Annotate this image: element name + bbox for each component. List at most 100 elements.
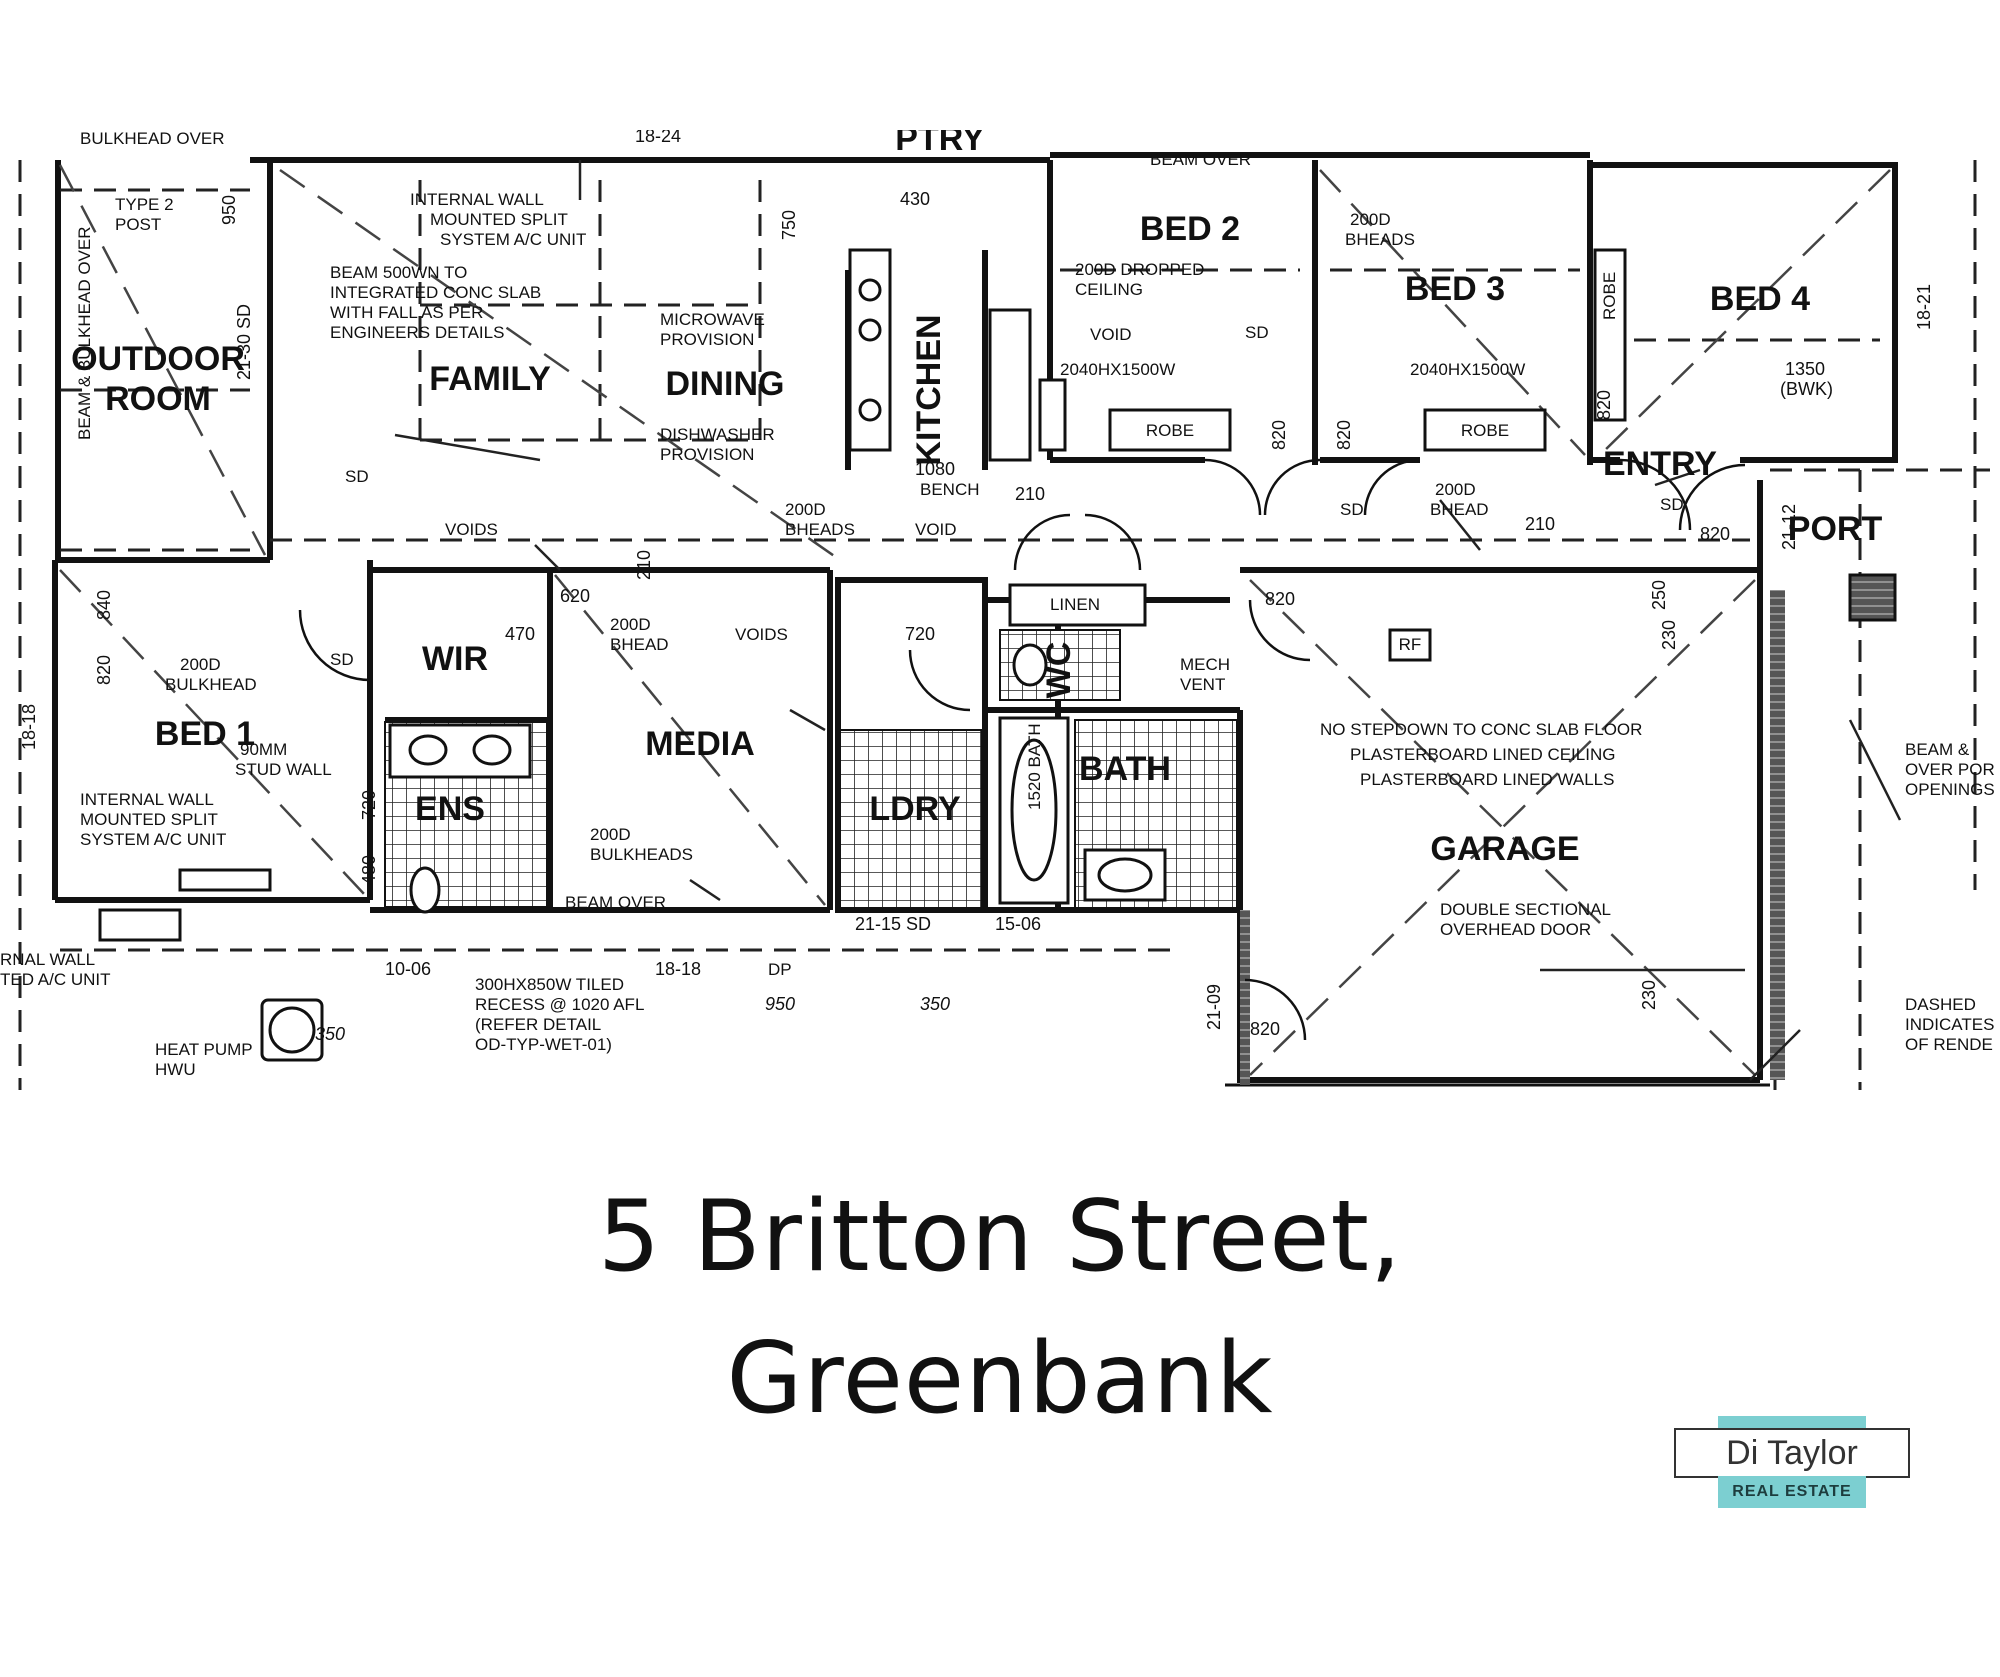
note-dropped-ceiling-1: 200D DROPPED <box>1075 260 1204 279</box>
note-tiled-2: RECESS @ 1020 AFL <box>475 995 644 1014</box>
dim-840: 840 <box>94 590 114 620</box>
room-wir-label: WIR <box>422 640 488 678</box>
dim-720-ens: 720 <box>359 790 379 820</box>
note-internal-wall-3: SYSTEM A/C UNIT <box>440 230 586 249</box>
dim-470: 470 <box>505 624 535 644</box>
room-dining-label: DINING <box>666 365 785 403</box>
note-bhead-entry-2: BHEAD <box>1430 500 1489 519</box>
note-dashed-3: OF RENDE <box>1905 1035 1993 1054</box>
dim-21-15: 21-15 SD <box>855 914 931 934</box>
note-sd-family: SD <box>345 467 369 486</box>
note-bath-size: 1520 BATH <box>1025 723 1044 810</box>
note-sd-bed1: SD <box>330 650 354 669</box>
note-beam-over: BEAM OVER <box>1150 150 1251 169</box>
note-bheads-2: BHEADS <box>1345 230 1415 249</box>
note-bheads-hall-2: BHEADS <box>785 520 855 539</box>
note-robe-bed4: ROBE <box>1600 272 1619 320</box>
dim-18-18-bottom: 18-18 <box>655 959 701 979</box>
note-voids-1: VOIDS <box>445 520 498 539</box>
note-sd-entry: SD <box>1660 495 1684 514</box>
dim-250: 250 <box>1649 580 1669 610</box>
note-window-bed3: 2040HX1500W <box>1410 360 1525 379</box>
room-garage-label: GARAGE <box>1430 830 1579 868</box>
dim-210-media: 210 <box>634 550 654 580</box>
note-heat-pump-2: HWU <box>155 1060 196 1079</box>
note-beam-over-media: BEAM OVER <box>565 893 666 912</box>
note-microwave-2: PROVISION <box>660 330 754 349</box>
note-mech-vent-1: MECH <box>1180 655 1230 674</box>
note-tiled-1: 300HX850W TILED <box>475 975 624 994</box>
dim-15-06: 15-06 <box>995 914 1041 934</box>
dim-21-12: 21-12 <box>1779 504 1799 550</box>
dim-18-24: 18-24 <box>635 130 681 146</box>
dim-210: 210 <box>1015 484 1045 504</box>
dimensions: 18-24 950 21-30 SD 750 430 1080 210 210 … <box>19 130 1934 1044</box>
note-bench: BENCH <box>920 480 980 499</box>
note-stud-wall-1: 90MM <box>240 740 287 759</box>
dim-230-bottom: 230 <box>1639 980 1659 1010</box>
note-beam-4: ENGINEERS DETAILS <box>330 323 504 342</box>
note-garage-1: NO STEPDOWN TO CONC SLAB FLOOR <box>1320 720 1642 739</box>
room-ens-label: ENS <box>415 790 485 828</box>
note-wall-ac-1: RNAL WALL <box>0 950 95 969</box>
dim-820-bed4: 820 <box>1594 390 1614 420</box>
note-mech-vent-2: VENT <box>1180 675 1225 694</box>
note-void-hall: VOID <box>915 520 957 539</box>
note-robe-bed2: ROBE <box>1146 421 1194 440</box>
tiled-areas <box>384 629 1238 909</box>
note-internal-wall-1: INTERNAL WALL <box>410 190 544 209</box>
dim-480: 480 <box>359 855 379 885</box>
dim-950-bottom: 950 <box>765 994 795 1014</box>
room-ldry-label: LDRY <box>869 790 961 828</box>
note-tiled-4: OD-TYP-WET-01) <box>475 1035 612 1054</box>
logo-accent-top <box>1718 1416 1866 1428</box>
note-window-bed2: 2040HX1500W <box>1060 360 1175 379</box>
room-bath-label: BATH <box>1079 750 1171 788</box>
note-bulkhead-over: BULKHEAD OVER <box>80 130 225 148</box>
dim-350-left: 350 <box>315 1024 345 1044</box>
room-media-label: MEDIA <box>645 725 755 763</box>
floor-plan: OUTDOOR ROOM FAMILY DINING PTRY KITCHEN … <box>0 130 1995 1090</box>
dim-350-bottom: 350 <box>920 994 950 1014</box>
dim-18-18-left: 18-18 <box>19 704 39 750</box>
note-wall-ac-2: TED A/C UNIT <box>0 970 111 989</box>
note-dishwasher-1: DISHWASHER <box>660 425 775 444</box>
dim-820-bed2: 820 <box>1269 420 1289 450</box>
note-dishwasher-2: PROVISION <box>660 445 754 464</box>
note-internal-wall-2: MOUNTED SPLIT <box>430 210 568 229</box>
room-family-label: FAMILY <box>429 360 551 398</box>
dim-1080: 1080 <box>915 459 955 479</box>
dim-820-garage: 820 <box>1265 589 1295 609</box>
note-garage-3: PLASTERBOARD LINED WALLS <box>1360 770 1614 789</box>
room-wc-label: WC <box>1040 642 1078 699</box>
room-entry-label: ENTRY <box>1603 445 1717 483</box>
dim-820-garage-side: 820 <box>1250 1019 1280 1039</box>
note-bulkheads-media-2: BULKHEADS <box>590 845 693 864</box>
logo-subtitle: REAL ESTATE <box>1718 1476 1866 1508</box>
room-bed2-label: BED 2 <box>1140 210 1240 248</box>
dim-820-bed1: 820 <box>94 655 114 685</box>
diagonals <box>58 164 1891 1076</box>
note-voids-2: VOIDS <box>735 625 788 644</box>
dim-430: 430 <box>900 189 930 209</box>
dim-10-06: 10-06 <box>385 959 431 979</box>
note-robe-bed3: ROBE <box>1461 421 1509 440</box>
note-beam-1: BEAM 500WN TO <box>330 263 467 282</box>
note-dp: DP <box>768 960 792 979</box>
note-bheads-1: 200D <box>1350 210 1391 229</box>
room-linen-label: LINEN <box>1050 595 1100 614</box>
plan-notes: BULKHEAD OVER BEAM & BULKHEAD OVER TYPE … <box>0 130 1995 1079</box>
dim-750: 750 <box>779 210 799 240</box>
room-kitchen-label: KITCHEN <box>910 314 948 465</box>
note-beam-bulkhead: BEAM & BULKHEAD OVER <box>75 226 94 440</box>
dim-620: 620 <box>560 586 590 606</box>
property-address-line-1: 5 Britton Street, <box>597 1180 1403 1294</box>
dim-950: 950 <box>219 195 239 225</box>
note-dashed-1: DASHED <box>1905 995 1976 1014</box>
dim-230: 230 <box>1659 620 1679 650</box>
door-swings <box>298 458 1746 1041</box>
leader-lines <box>394 160 1902 1081</box>
note-garage-2: PLASTERBOARD LINED CEILING <box>1350 745 1615 764</box>
dim-21-09: 21-09 <box>1204 984 1224 1030</box>
note-bed1-ac-1: INTERNAL WALL <box>80 790 214 809</box>
